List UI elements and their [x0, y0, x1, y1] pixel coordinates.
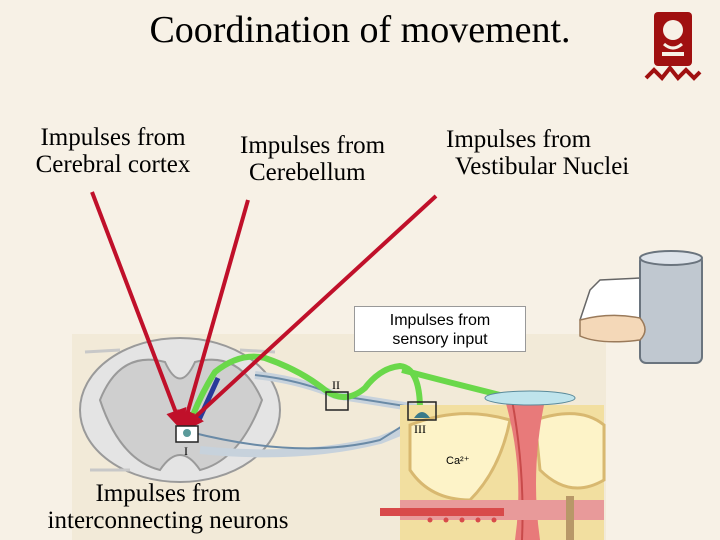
- label-interconnecting: Impulses from interconnecting neurons: [18, 480, 318, 534]
- calcium-dots: [427, 517, 497, 523]
- red-arrows: [90, 191, 438, 434]
- motor-neuron: [195, 376, 221, 424]
- neuron-body: [183, 429, 191, 437]
- label-cerebellum: Impulses from Cerebellum: [240, 132, 420, 186]
- marker-three-box: [407, 401, 437, 421]
- arrow-cerebral: [90, 191, 180, 419]
- label-cerebral-cortex: Impulses from Cerebral cortex: [18, 124, 208, 178]
- logo-graphic: [644, 12, 702, 81]
- arrow-vestibular: [190, 194, 438, 422]
- marker-two-box: [325, 391, 349, 411]
- marker-three-label: III: [414, 422, 426, 436]
- label-sensory-input: Impulses from sensory input: [354, 306, 526, 352]
- label-line: Cerebral cortex: [35, 151, 191, 178]
- hand-cup-illustration: [579, 250, 703, 364]
- label-line: Impulses from: [240, 132, 386, 159]
- label-line: interconnecting neurons: [47, 507, 289, 534]
- label-line: Impulses from: [446, 126, 592, 153]
- university-logo: [640, 8, 706, 88]
- receptor-ending: [414, 412, 430, 418]
- marker-one-label: I: [184, 444, 188, 458]
- label-line: Impulses from: [389, 312, 491, 329]
- calcium-label: Ca²⁺: [446, 455, 470, 467]
- label-line: Cerebellum: [249, 159, 366, 186]
- marker-two-label: II: [332, 378, 340, 392]
- title-text: Coordination of movement: [149, 9, 562, 51]
- arrowhead-vestibular: [182, 410, 204, 432]
- label-vestibular: Impulses from Vestibular Nuclei: [446, 126, 676, 180]
- label-line: Impulses from: [95, 480, 241, 507]
- label-line: sensory input: [392, 331, 488, 348]
- label-line: Impulses from: [40, 124, 186, 151]
- receptor-disc: [484, 390, 576, 406]
- title-period: .: [561, 9, 571, 51]
- muscle-tissue: [380, 399, 606, 540]
- arrow-cerebellum: [184, 199, 250, 419]
- page-title: Coordination of movement.: [0, 8, 720, 52]
- sensory-nerve: [185, 353, 501, 430]
- label-line: Vestibular Nuclei: [455, 153, 630, 180]
